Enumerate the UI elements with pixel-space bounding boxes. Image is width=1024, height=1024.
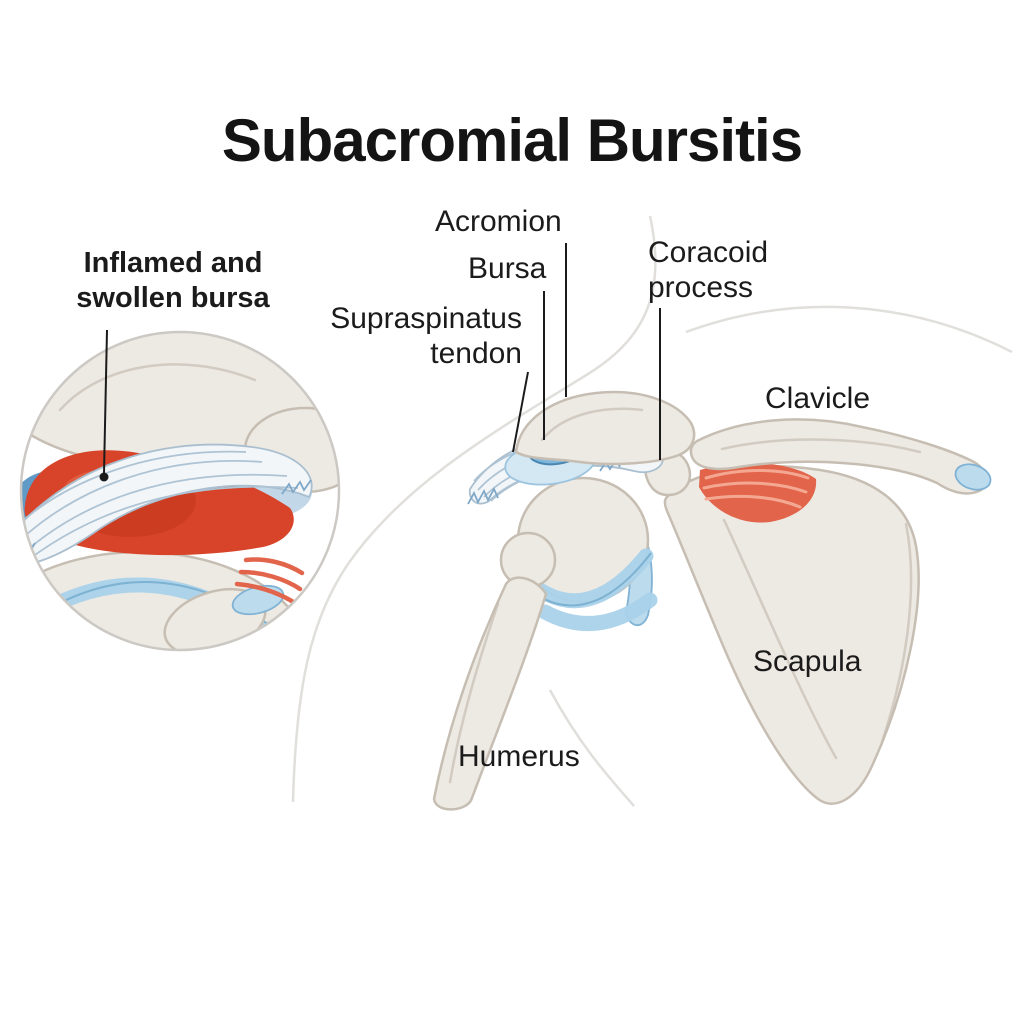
label-clavicle: Clavicle: [765, 382, 871, 415]
label-inflamed-swollen-bursa: Inflamed and swollen bursa: [76, 247, 270, 315]
inset-magnified-view: [19, 329, 341, 652]
inset-tendon-shape: [21, 443, 313, 567]
leader-lines: [512, 243, 661, 460]
label-bursa: Bursa: [468, 252, 547, 285]
inset-circle-border: [19, 330, 341, 652]
inset-content: [21, 332, 339, 650]
humerus-shape: [432, 576, 548, 811]
inset-leader-line: [99, 329, 109, 482]
supraspinatus-leader-line: [512, 371, 529, 453]
label-humerus: Humerus: [458, 740, 580, 773]
shoulder-joint-group: [432, 390, 992, 811]
label-coracoid-process: Coracoid process: [648, 236, 769, 304]
muscle-shape: [699, 463, 817, 523]
label-scapula: Scapula: [753, 645, 862, 678]
page-title: Subacromial Bursitis: [221, 107, 803, 174]
label-acromion: Acromion: [435, 205, 562, 238]
label-supraspinatus-tendon: Supraspinatus tendon: [330, 302, 522, 370]
acromion-shape: [514, 390, 696, 466]
clavicle-shape: [689, 418, 992, 495]
body-contour-lines: [291, 215, 1013, 807]
scapula-shape: [663, 464, 920, 805]
humeral-head-shape: [499, 476, 658, 631]
